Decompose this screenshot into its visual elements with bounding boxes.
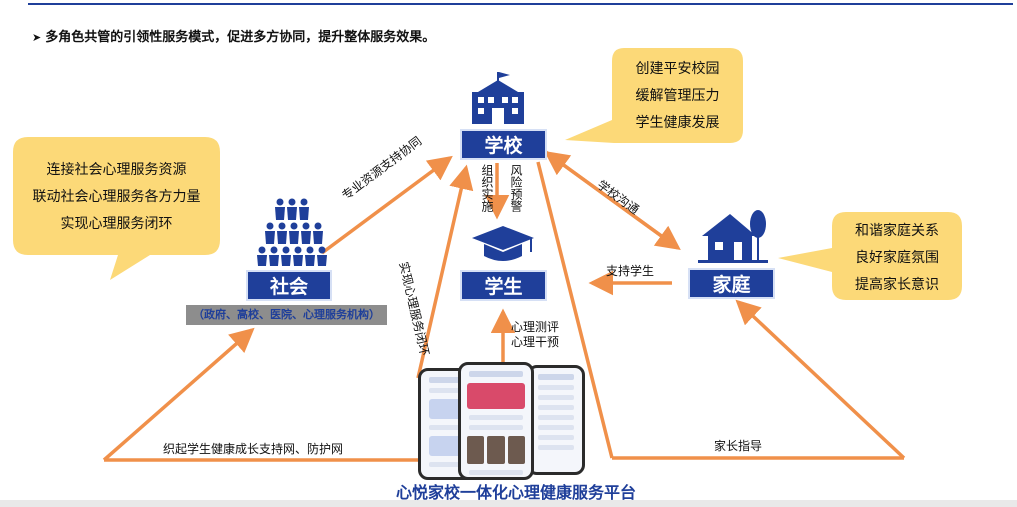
line-school-bottomright: [536, 161, 614, 459]
society-subtitle-tag: （政府、高校、医院、心理服务机构）: [186, 305, 387, 325]
phone-mockup-right: [527, 365, 585, 475]
bubble-line: 和谐家庭关系: [855, 223, 939, 239]
family-bubble: [778, 212, 962, 300]
house-icon: [698, 210, 768, 263]
bubble-line: 缓解管理压力: [635, 88, 720, 104]
platform-title: 心悦家校一体化心理健康服务平台: [395, 483, 636, 502]
edge-label-support-network: 织起学生健康成长支持网、防护网: [163, 442, 344, 456]
edge-label-assessment: 心理测评 心理干预: [511, 320, 559, 350]
edge-label-parent-guidance: 家长指导: [714, 439, 763, 453]
arrow-to-society: [102, 327, 255, 462]
bubble-line: 实现心理服务闭环: [60, 216, 173, 232]
arrow-school-family: [544, 150, 680, 250]
family-node: 家庭: [688, 268, 775, 299]
bubble-line: 学生健康发展: [635, 115, 720, 131]
bubble-line: 连接社会心理服务资源: [46, 162, 187, 178]
society-node: 社会: [246, 270, 332, 301]
school-bubble-text: 创建平安校园 缓解管理压力 学生健康发展: [612, 56, 743, 137]
society-bubble: [13, 137, 220, 280]
people-group-icon: [257, 198, 327, 266]
bottom-strip: [0, 500, 1017, 507]
family-bubble-text: 和谐家庭关系 良好家庭氛围 提高家长意识: [832, 218, 962, 299]
edge-label-support-student: 支持学生: [606, 264, 655, 278]
school-node: 学校: [460, 129, 547, 160]
edge-label-line: 心理干预: [511, 335, 560, 349]
arrow-platform-school: [416, 164, 474, 379]
bubble-line: 联动社会心理服务各方力量: [32, 189, 201, 205]
edge-label-line: 心理测评: [511, 320, 560, 334]
arrow-society-school: [320, 155, 453, 255]
society-bubble-text: 连接社会心理服务资源 联动社会心理服务各方力量 实现心理服务闭环: [13, 157, 220, 238]
phone-mockup-center: [458, 362, 534, 480]
school-bubble: [565, 48, 743, 143]
edge-label-risk-warning: 风险预警: [509, 164, 523, 212]
triangle-bullet-icon: ➤: [32, 31, 42, 44]
connector-arrows: [102, 148, 906, 462]
page-heading: ➤多角色共管的引领性服务模式，促进多方协同，提升整体服务效果。: [32, 30, 436, 45]
bubble-line: 良好家庭氛围: [855, 250, 939, 266]
school-building-icon: [472, 72, 524, 124]
bubble-line: 创建平安校园: [635, 61, 720, 77]
student-node: 学生: [460, 270, 547, 301]
graduation-cap-icon: [472, 226, 534, 261]
edge-label-organize: 组织实施: [480, 164, 494, 212]
top-rule: [28, 3, 1013, 5]
arrow-to-family: [735, 299, 906, 460]
bubble-line: 提高家长意识: [855, 277, 939, 293]
